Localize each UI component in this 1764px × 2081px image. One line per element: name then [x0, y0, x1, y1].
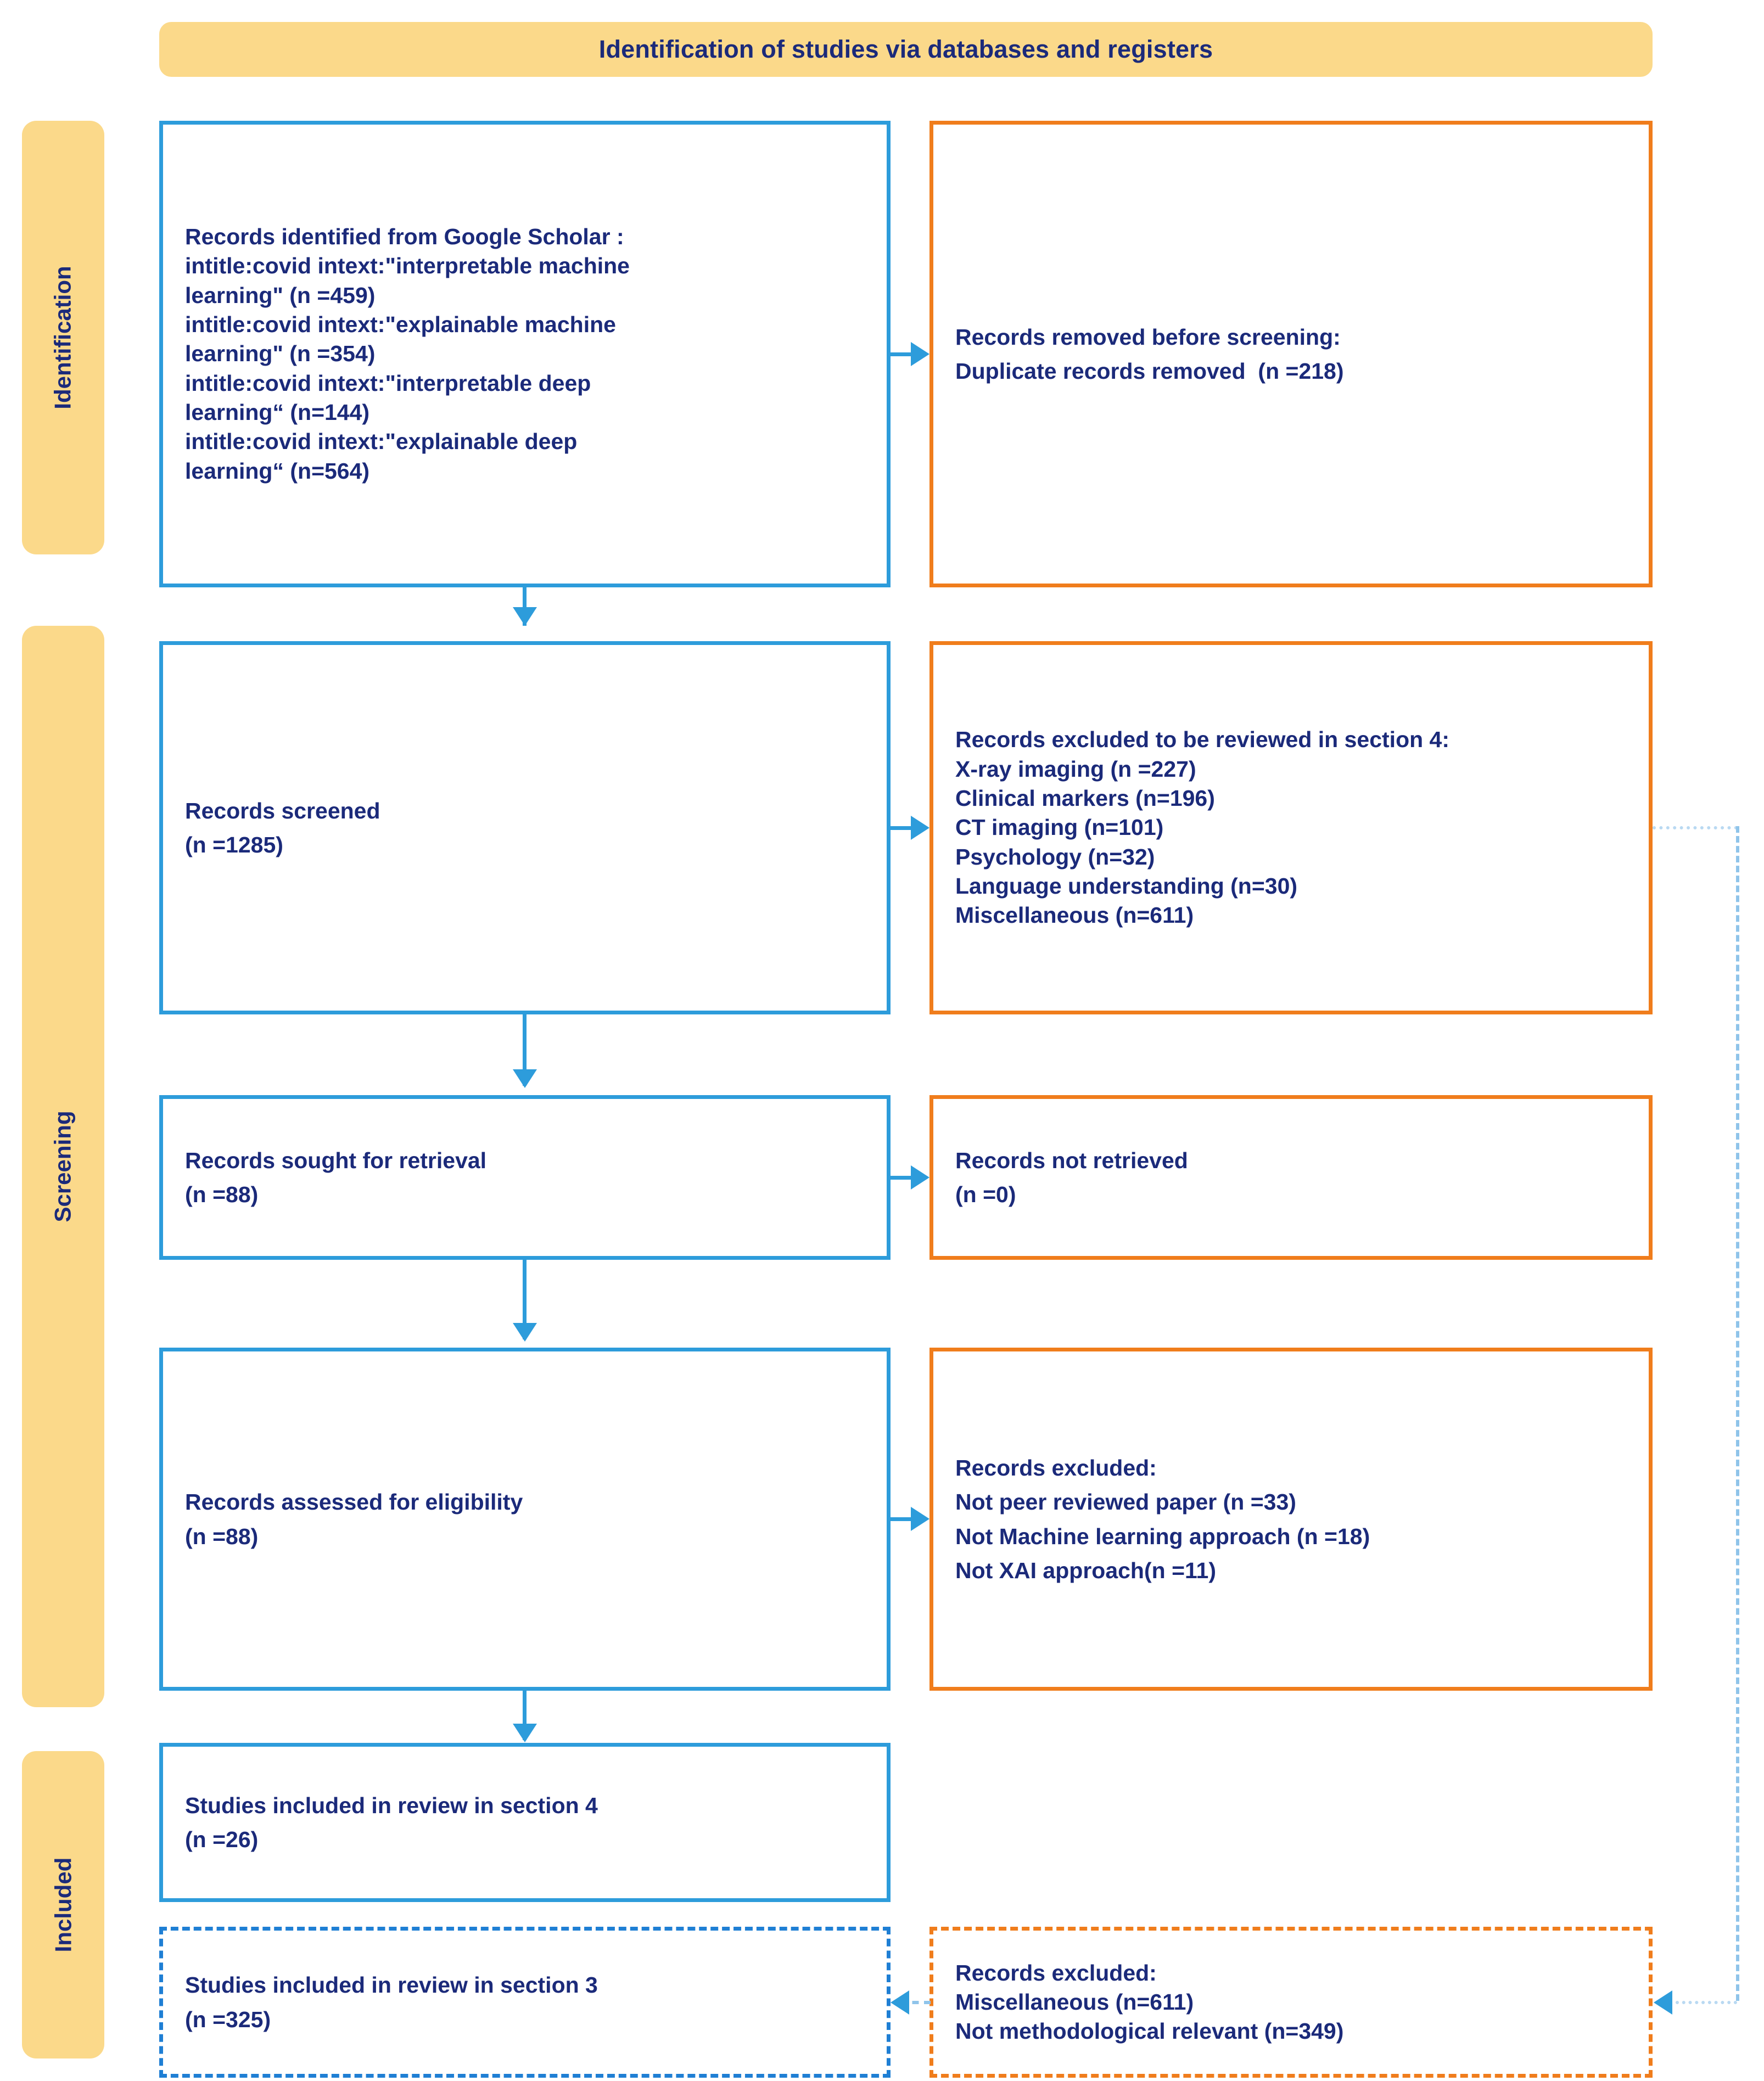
- arrow-excluded3-to-included3: [891, 1990, 909, 2015]
- arrow-screened-to-excluded4: [911, 816, 929, 840]
- connector-identified-to-screened: [523, 587, 527, 626]
- feedback-line-top: [1653, 826, 1738, 829]
- box-records-excluded-section3: Records excluded: Miscellaneous (n=611) …: [929, 1927, 1653, 2078]
- box-records-identified-text: Records identified from Google Scholar :…: [185, 224, 630, 484]
- arrow-assessed-to-excluded: [911, 1507, 929, 1531]
- connector-sought-to-assessed: [523, 1260, 527, 1339]
- box-records-identified: Records identified from Google Scholar :…: [159, 121, 891, 587]
- stage-label-identification: Identification: [22, 121, 104, 554]
- arrow-assessed-to-included4: [513, 1724, 537, 1742]
- box-studies-included-section3: Studies included in review in section 3 …: [159, 1927, 891, 2078]
- stage-label-included: Included: [22, 1751, 104, 2058]
- stage-label-included-text: Included: [50, 1857, 76, 1953]
- connector-assessed-to-excluded: [891, 1517, 918, 1521]
- box-records-removed-before-screening: Records removed before screening: Duplic…: [929, 121, 1653, 587]
- header-banner: [159, 22, 1653, 77]
- box-records-not-retrieved: Records not retrieved (n =0): [929, 1095, 1653, 1260]
- arrow-sought-to-assessed: [513, 1323, 537, 1342]
- connector-assessed-to-included4: [523, 1691, 527, 1740]
- connector-excluded3-to-included3: [900, 2001, 931, 2004]
- box-records-removed-before-screening-text: Records removed before screening: Duplic…: [955, 324, 1344, 384]
- box-records-sought-retrieval-text: Records sought for retrieval (n =88): [185, 1147, 487, 1207]
- box-records-not-retrieved-text: Records not retrieved (n =0): [955, 1147, 1188, 1207]
- box-records-excluded-section4-text: Records excluded to be reviewed in secti…: [955, 727, 1449, 928]
- stage-label-screening: Screening: [22, 626, 104, 1707]
- box-records-screened-text: Records screened (n =1285): [185, 798, 380, 857]
- arrow-feedback-into-excluded3: [1654, 1990, 1672, 2015]
- box-records-excluded-eligibility-text: Records excluded: Not peer reviewed pape…: [955, 1455, 1370, 1583]
- box-studies-included-section4: Studies included in review in section 4 …: [159, 1743, 891, 1902]
- box-studies-included-section4-text: Studies included in review in section 4 …: [185, 1792, 598, 1852]
- box-records-assessed-eligibility-text: Records assessed for eligibility (n =88): [185, 1489, 523, 1549]
- feedback-line-vertical: [1736, 826, 1739, 2001]
- arrow-identified-to-screened: [513, 607, 537, 626]
- connector-identified-to-removed: [891, 352, 918, 356]
- feedback-line-bottom: [1676, 2001, 1737, 2004]
- arrow-screened-to-sought: [513, 1069, 537, 1088]
- connector-screened-to-excluded4: [891, 826, 918, 830]
- box-records-sought-retrieval: Records sought for retrieval (n =88): [159, 1095, 891, 1260]
- stage-label-screening-text: Screening: [50, 1110, 76, 1222]
- page-title: Identification of studies via databases …: [598, 35, 1213, 63]
- box-records-excluded-eligibility: Records excluded: Not peer reviewed pape…: [929, 1348, 1653, 1691]
- arrow-identified-to-removed: [911, 342, 929, 366]
- box-studies-included-section3-text: Studies included in review in section 3 …: [185, 1972, 598, 2032]
- arrow-sought-to-notretrieved: [911, 1165, 929, 1190]
- box-records-excluded-section3-text: Records excluded: Miscellaneous (n=611) …: [955, 1960, 1344, 2044]
- box-records-screened: Records screened (n =1285): [159, 641, 891, 1014]
- box-records-assessed-eligibility: Records assessed for eligibility (n =88): [159, 1348, 891, 1691]
- box-records-excluded-section4: Records excluded to be reviewed in secti…: [929, 641, 1653, 1014]
- connector-sought-to-notretrieved: [891, 1176, 918, 1180]
- stage-label-identification-text: Identification: [50, 266, 76, 410]
- connector-screened-to-sought: [523, 1014, 527, 1086]
